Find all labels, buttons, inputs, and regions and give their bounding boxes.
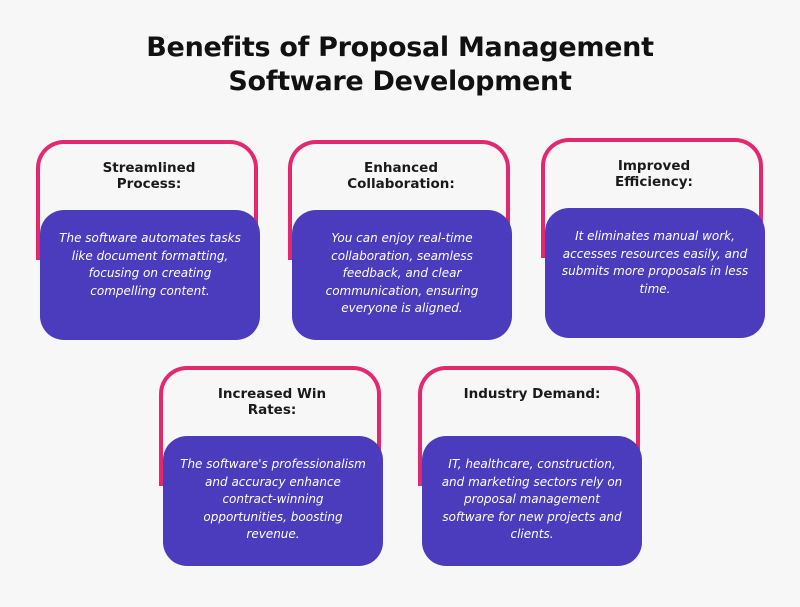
- card-heading: Industry Demand:: [463, 386, 601, 402]
- card-frame: [288, 140, 510, 260]
- card-body: It eliminates manual work, accesses reso…: [545, 208, 765, 338]
- benefit-card-improved-efficiency: Improved Efficiency: It eliminates manua…: [541, 138, 769, 338]
- card-frame: [418, 366, 640, 486]
- card-heading: Streamlined Process:: [102, 160, 196, 192]
- card-heading: Enhanced Collaboration:: [347, 160, 455, 192]
- benefit-card-increased-win-rates: Increased Win Rates: The software's prof…: [159, 366, 387, 566]
- card-heading: Improved Efficiency:: [615, 158, 693, 190]
- card-heading: Increased Win Rates:: [217, 386, 327, 418]
- benefit-card-streamlined-process: Streamlined Process: The software automa…: [36, 140, 264, 340]
- card-body: The software's professionalism and accur…: [163, 436, 383, 566]
- title-line-1: Benefits of Proposal Management: [146, 32, 654, 63]
- card-body: The software automates tasks like docume…: [40, 210, 260, 340]
- benefit-card-industry-demand: Industry Demand: IT, healthcare, constru…: [418, 366, 646, 566]
- card-body: You can enjoy real-time collaboration, s…: [292, 210, 512, 340]
- card-frame: [36, 140, 258, 260]
- card-body: IT, healthcare, construction, and market…: [422, 436, 642, 566]
- title-line-2: Software Development: [228, 66, 572, 97]
- page-title: Benefits of Proposal Management Software…: [0, 31, 800, 99]
- card-frame: [541, 138, 763, 258]
- benefit-card-enhanced-collaboration: Enhanced Collaboration: You can enjoy re…: [288, 140, 516, 340]
- card-frame: [159, 366, 381, 486]
